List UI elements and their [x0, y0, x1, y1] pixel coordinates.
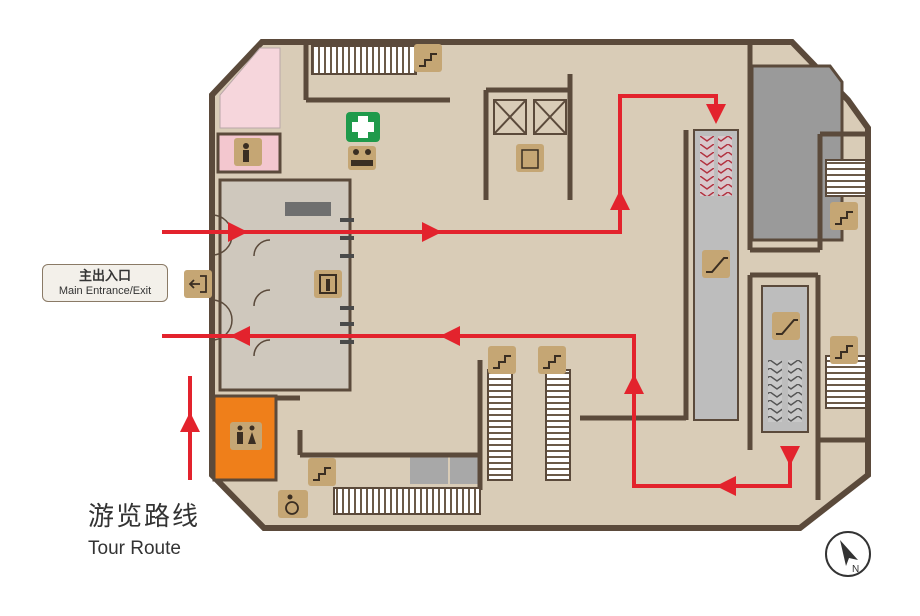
escalator-right-b — [788, 360, 802, 422]
legend-title-en: Tour Route — [88, 538, 181, 559]
main-entrance-label: 主出入口 Main Entrance/Exit — [42, 264, 168, 302]
turnstiles — [340, 218, 354, 344]
elevator-shafts — [493, 99, 567, 135]
stairs-icon-glyphs — [313, 53, 853, 481]
escalator-center-down — [718, 136, 732, 196]
counter — [285, 202, 331, 216]
information-desk-icon — [348, 146, 376, 170]
grey-room-bottom-left — [410, 456, 448, 484]
stairs-right-lower — [825, 355, 867, 409]
stairs-right-upper — [825, 159, 867, 197]
accessible-icon — [278, 490, 308, 518]
entrance-label-en: Main Entrance/Exit — [58, 285, 152, 297]
grey-room-bottom-right — [450, 456, 480, 484]
guide-icon — [234, 138, 262, 166]
stairs-left-shaft — [487, 369, 513, 481]
stairs-bottom — [333, 487, 481, 515]
route-arrows — [180, 104, 800, 496]
escalator-center-up — [700, 136, 714, 196]
exit-icon — [184, 270, 212, 298]
escalator-icon — [702, 250, 800, 340]
security-check-icon — [314, 270, 342, 298]
entrance-label-zh: 主出入口 — [78, 268, 131, 283]
first-aid-icon — [346, 112, 380, 142]
stairs-top — [311, 45, 417, 75]
pink-room — [219, 47, 281, 129]
legend-title-zh: 游览路线 — [88, 502, 201, 532]
elevator-icon — [516, 144, 544, 172]
grey-room-top — [750, 64, 844, 242]
stairs-mid-shaft — [545, 369, 571, 481]
restroom-icon — [230, 422, 262, 450]
compass-letter: N — [852, 564, 859, 575]
escalator-right-a — [768, 360, 782, 422]
north-compass-icon: N — [825, 531, 871, 577]
